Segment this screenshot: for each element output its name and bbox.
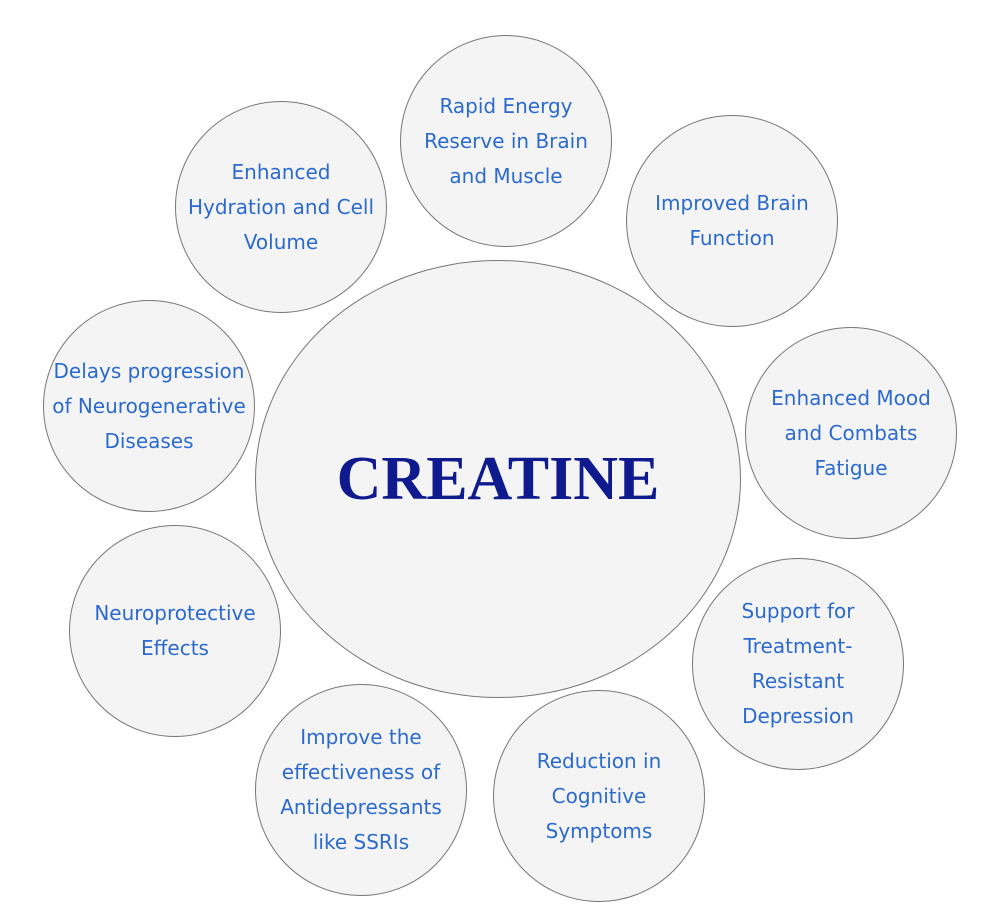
benefit-label-line: Treatment- bbox=[743, 634, 853, 658]
benefit-node: Improve the effectiveness of Antidepressan… bbox=[255, 684, 467, 896]
benefit-label-line: Diseases bbox=[104, 428, 194, 453]
benefit-label-line: effectiveness of bbox=[281, 760, 441, 784]
benefit-label-line: Resistant bbox=[751, 669, 845, 693]
benefit-label-line: Effects bbox=[141, 636, 209, 660]
benefit-label-line: Enhanced Mood bbox=[771, 385, 931, 410]
benefit-label-line: like SSRIs bbox=[312, 830, 410, 854]
benefit-label-line: Fatigue bbox=[814, 455, 888, 480]
center-node-creatine: CREATINE bbox=[255, 260, 741, 698]
benefit-label-line: Improve the bbox=[300, 725, 422, 749]
benefit-label-line: and Muscle bbox=[449, 163, 563, 188]
benefit-label-line: Delays progression bbox=[53, 358, 245, 383]
benefit-label-line: Volume bbox=[243, 229, 319, 254]
center-title: CREATINE bbox=[336, 444, 660, 513]
benefit-label-line: of Neurogenerative bbox=[52, 393, 246, 418]
benefit-label-line: and Combats bbox=[784, 420, 918, 445]
benefit-label-line: Improved Brain bbox=[655, 191, 809, 215]
benefit-label-line: Support for bbox=[741, 599, 855, 623]
benefit-label-line: Enhanced bbox=[231, 159, 331, 184]
benefit-label-line: Reduction in bbox=[536, 748, 662, 773]
benefit-label-line: Symptoms bbox=[545, 818, 653, 843]
benefit-label-line: Neuroprotective bbox=[94, 601, 256, 625]
benefit-label-line: Reserve in Brain bbox=[424, 128, 588, 153]
benefit-label-line: Depression bbox=[742, 704, 854, 728]
benefit-label-line: Function bbox=[689, 226, 775, 250]
benefit-label-line: Rapid Energy bbox=[439, 93, 573, 118]
benefit-label-line: Cognitive bbox=[551, 783, 647, 808]
benefit-label-line: Antidepressants bbox=[280, 795, 442, 819]
benefit-label-line: Hydration and Cell bbox=[187, 194, 375, 219]
